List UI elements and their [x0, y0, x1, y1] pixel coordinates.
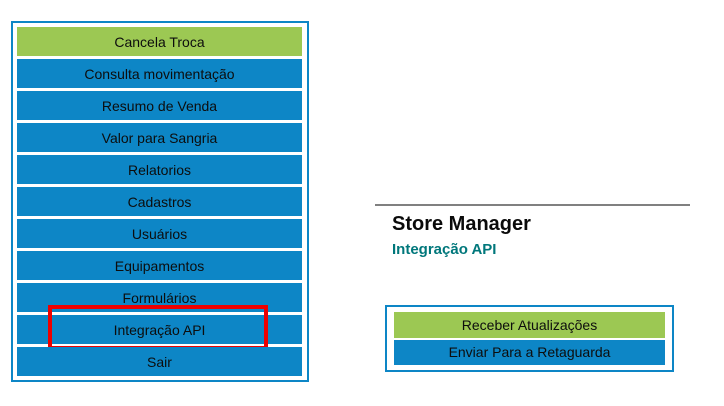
menu-item-resumo-de-venda[interactable]: Resumo de Venda [17, 91, 302, 120]
menu-item-consulta-movimentacao[interactable]: Consulta movimentação [17, 59, 302, 88]
menu-item-usuarios[interactable]: Usuários [17, 219, 302, 248]
menu-item-cancela-troca[interactable]: Cancela Troca [17, 27, 302, 56]
action-button-receber-atualizacoes[interactable]: Receber Atualizações [394, 312, 665, 338]
menu-item-equipamentos[interactable]: Equipamentos [17, 251, 302, 280]
menu-item-cadastros[interactable]: Cadastros [17, 187, 302, 216]
menu-item-formularios[interactable]: Formulários [17, 283, 302, 312]
menu-item-integracao-api[interactable]: Integração API [17, 305, 302, 350]
menu-item-sair[interactable]: Sair [17, 347, 302, 376]
menu-item-valor-para-sangria[interactable]: Valor para Sangria [17, 123, 302, 152]
action-button-enviar-para-a-retaguarda[interactable]: Enviar Para a Retaguarda [394, 339, 665, 365]
section-divider [375, 204, 690, 206]
page-title: Store Manager [392, 213, 531, 235]
menu-item-relatorios[interactable]: Relatorios [17, 155, 302, 184]
page-subtitle: Integração API [392, 241, 497, 258]
